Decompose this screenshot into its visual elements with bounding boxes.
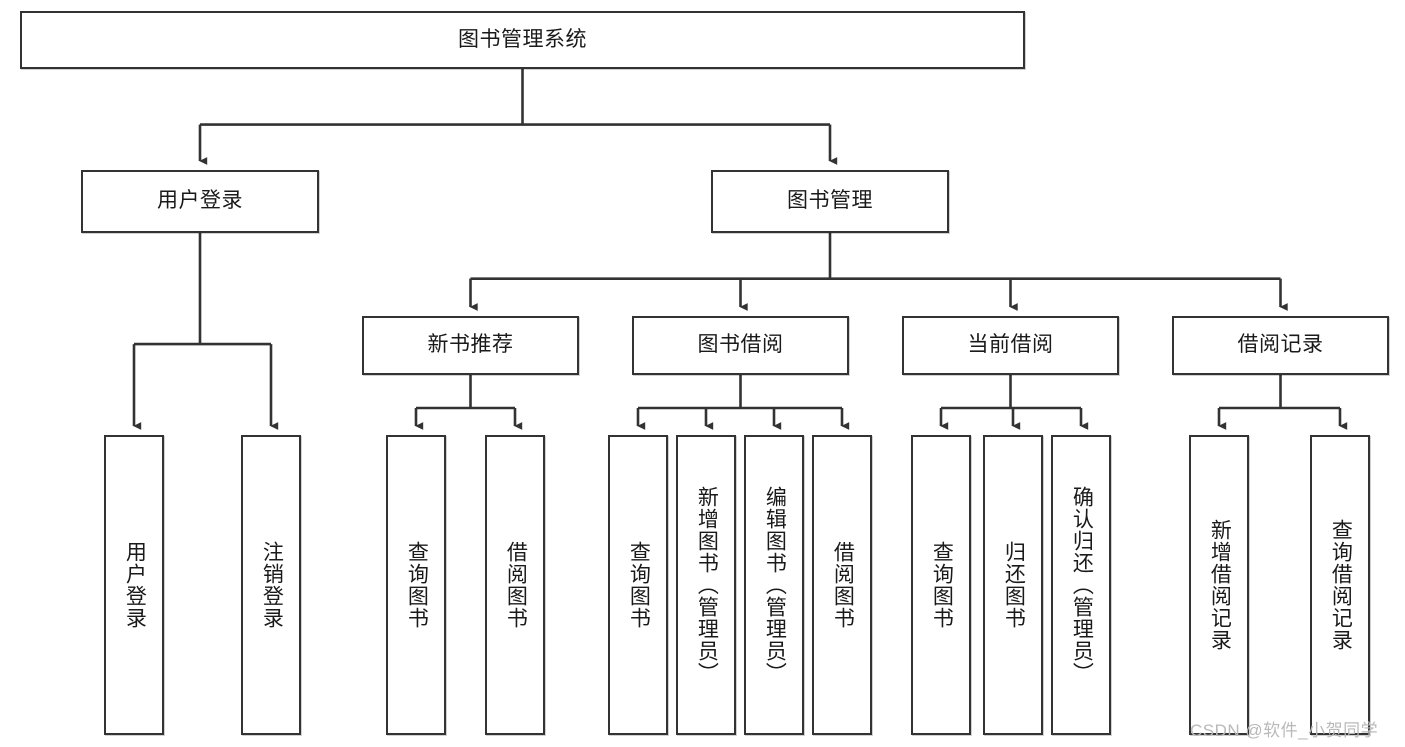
node-l2-rec[interactable]: 借阅记录 — [1172, 316, 1389, 375]
node-label: 确认归还（管理员） — [1070, 486, 1094, 684]
node-label: 用户登录 — [123, 541, 147, 629]
node-label: 归还图书 — [1002, 541, 1026, 629]
node-label: 用户登录 — [157, 189, 243, 213]
node-label: 图书借阅 — [697, 333, 784, 357]
node-l2-new[interactable]: 新书推荐 — [362, 316, 579, 375]
node-l3-c2[interactable]: 新增图书（管理员） — [676, 435, 736, 735]
node-label: 当前借阅 — [967, 333, 1054, 357]
node-l1-login[interactable]: 用户登录 — [81, 170, 319, 233]
node-l3-d2[interactable]: 归还图书 — [983, 435, 1043, 735]
node-l3-c4[interactable]: 借阅图书 — [812, 435, 872, 735]
node-l3-b1[interactable]: 查询图书 — [386, 435, 446, 735]
node-label: 借阅图书 — [504, 541, 528, 629]
node-label: 新增借阅记录 — [1208, 519, 1232, 651]
node-label: 编辑图书（管理员） — [763, 486, 787, 684]
node-root[interactable]: 图书管理系统 — [20, 11, 1025, 69]
node-label: 借阅记录 — [1237, 333, 1324, 357]
node-label: 查询借阅记录 — [1329, 519, 1353, 651]
node-label: 新增图书（管理员） — [695, 486, 719, 684]
node-label: 注销登录 — [260, 541, 284, 629]
node-l2-borrow[interactable]: 图书借阅 — [632, 316, 849, 375]
node-l1-book[interactable]: 图书管理 — [711, 170, 949, 233]
node-label: 查询图书 — [405, 541, 429, 629]
node-l3-b2[interactable]: 借阅图书 — [485, 435, 545, 735]
node-l2-cur[interactable]: 当前借阅 — [902, 316, 1119, 375]
node-l3-c3[interactable]: 编辑图书（管理员） — [744, 435, 804, 735]
node-label: 借阅图书 — [831, 541, 855, 629]
node-label: 图书管理 — [787, 189, 873, 213]
csdn-watermark: CSDN @软件_小贺同学 — [1190, 721, 1379, 740]
node-l3-d3[interactable]: 确认归还（管理员） — [1051, 435, 1111, 735]
node-l3-e2[interactable]: 查询借阅记录 — [1310, 435, 1370, 735]
node-label: 查询图书 — [627, 541, 651, 629]
node-l3-d1[interactable]: 查询图书 — [911, 435, 971, 735]
node-l3-a1[interactable]: 用户登录 — [104, 435, 164, 735]
node-l3-a2[interactable]: 注销登录 — [241, 435, 301, 735]
node-label: 查询图书 — [930, 541, 954, 629]
node-label: 新书推荐 — [427, 333, 514, 357]
node-label: 图书管理系统 — [458, 27, 587, 51]
node-l3-c1[interactable]: 查询图书 — [608, 435, 668, 735]
node-l3-e1[interactable]: 新增借阅记录 — [1189, 435, 1249, 735]
